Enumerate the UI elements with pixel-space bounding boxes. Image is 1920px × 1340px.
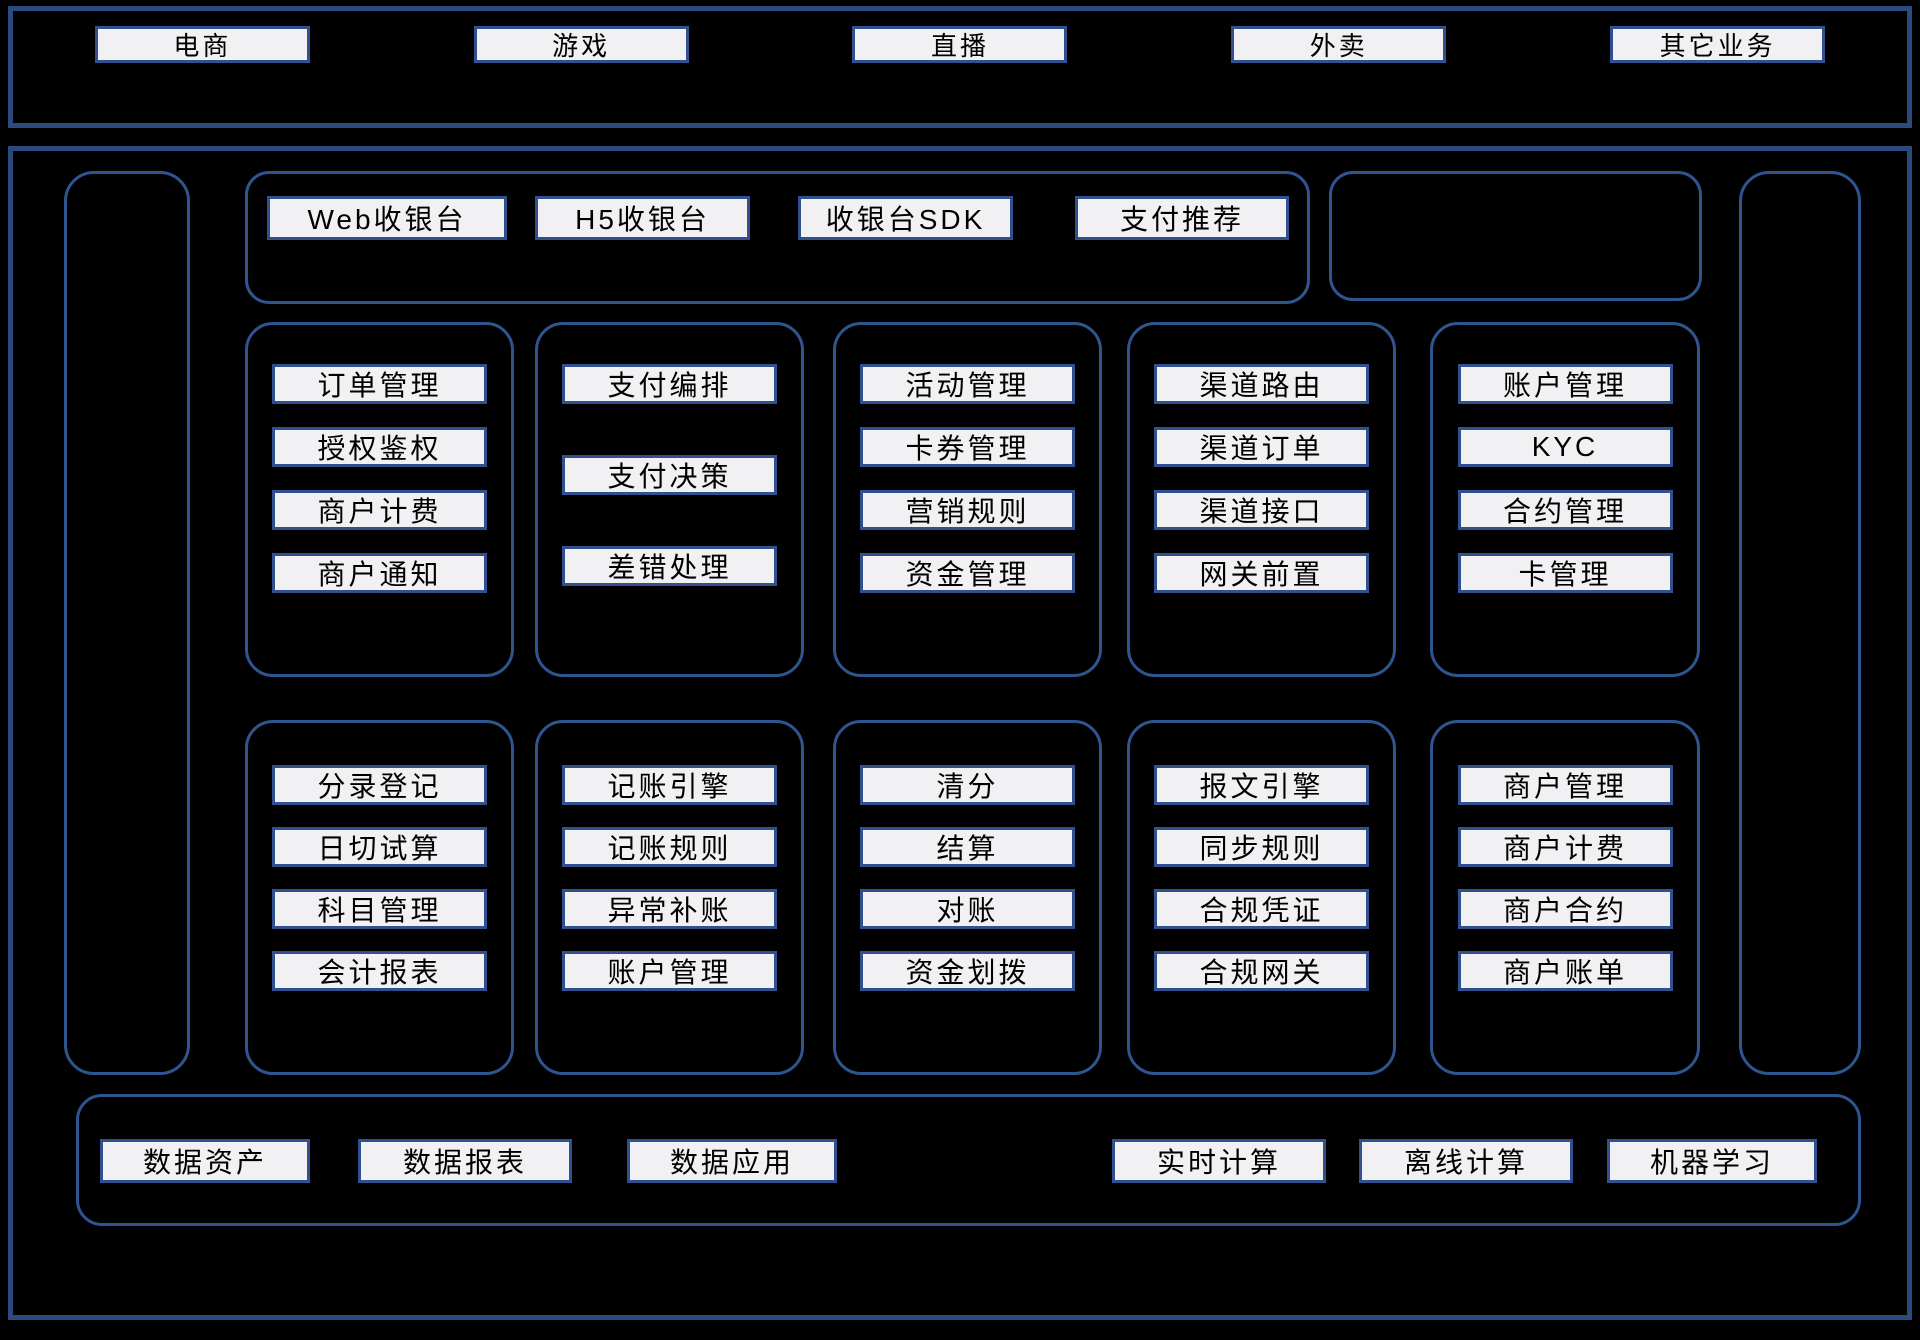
- module-box: 卡券管理: [860, 427, 1075, 467]
- module-box: 日切试算: [272, 827, 487, 867]
- module-box: 渠道订单: [1154, 427, 1369, 467]
- module-box: 支付编排: [562, 364, 777, 404]
- module-box: 营销规则: [860, 490, 1075, 530]
- data-box-apps: 数据应用: [627, 1139, 837, 1183]
- module-box: 记账规则: [562, 827, 777, 867]
- module-box: 合约管理: [1457, 490, 1673, 530]
- cashier-box-h5: H5收银台: [535, 196, 750, 240]
- module-box: 账户管理: [562, 951, 777, 991]
- module-box: 资金划拨: [860, 951, 1075, 991]
- group-channel: 渠道路由 渠道订单 渠道接口 网关前置: [1127, 322, 1396, 677]
- data-box-reports: 数据报表: [358, 1139, 572, 1183]
- cashier-box-sdk: 收银台SDK: [798, 196, 1013, 240]
- module-box: 科目管理: [272, 889, 487, 929]
- group-bookkeeping: 记账引擎 记账规则 异常补账 账户管理: [535, 720, 804, 1075]
- module-box: 会计报表: [272, 951, 487, 991]
- module-box: 活动管理: [860, 364, 1075, 404]
- cashier-panel: Web收银台 H5收银台 收银台SDK 支付推荐: [245, 171, 1310, 304]
- module-box: 差错处理: [562, 546, 777, 586]
- data-box-assets: 数据资产: [100, 1139, 310, 1183]
- module-box: 渠道接口: [1154, 490, 1369, 530]
- module-box: 商户通知: [272, 553, 487, 593]
- module-box: 网关前置: [1154, 553, 1369, 593]
- module-box: 同步规则: [1154, 827, 1369, 867]
- cashier-box-recommend: 支付推荐: [1075, 196, 1289, 240]
- business-box-games: 游戏: [473, 26, 689, 63]
- module-box: 支付决策: [562, 455, 777, 495]
- group-order-management: 订单管理 授权鉴权 商户计费 商户通知: [245, 322, 514, 677]
- module-box: 异常补账: [562, 889, 777, 929]
- module-box: 订单管理: [272, 364, 487, 404]
- business-box-ecommerce: 电商: [94, 26, 310, 63]
- group-marketing: 活动管理 卡券管理 营销规则 资金管理: [833, 322, 1102, 677]
- business-box-other: 其它业务: [1610, 26, 1826, 63]
- module-box: 分录登记: [272, 765, 487, 805]
- cashier-box-web: Web收银台: [267, 196, 507, 240]
- module-box: 记账引擎: [562, 765, 777, 805]
- group-compliance: 报文引擎 同步规则 合规凭证 合规网关: [1127, 720, 1396, 1075]
- business-box-livestream: 直播: [852, 26, 1068, 63]
- module-box: 授权鉴权: [272, 427, 487, 467]
- data-box-ml: 机器学习: [1607, 1139, 1817, 1183]
- data-platform-bar: 数据资产 数据报表 数据应用 实时计算 离线计算 机器学习: [76, 1094, 1861, 1226]
- module-box: 渠道路由: [1154, 364, 1369, 404]
- module-box: 卡管理: [1457, 553, 1673, 593]
- module-box: 商户计费: [272, 490, 487, 530]
- group-payment-orchestration: 支付编排 支付决策 差错处理: [535, 322, 804, 677]
- group-account: 账户管理 KYC 合约管理 卡管理: [1430, 322, 1700, 677]
- module-box: 对账: [860, 889, 1075, 929]
- platform-layer-band: Web收银台 H5收银台 收银台SDK 支付推荐 订单管理 授权鉴权 商户计费 …: [8, 146, 1912, 1320]
- module-box: 合规凭证: [1154, 889, 1369, 929]
- data-box-realtime: 实时计算: [1112, 1139, 1326, 1183]
- module-box: 结算: [860, 827, 1075, 867]
- module-box: 资金管理: [860, 553, 1075, 593]
- module-box: 商户管理: [1457, 765, 1673, 805]
- right-rail: [1739, 171, 1861, 1075]
- module-box: 报文引擎: [1154, 765, 1369, 805]
- group-ledger: 分录登记 日切试算 科目管理 会计报表: [245, 720, 514, 1075]
- left-rail: [64, 171, 190, 1075]
- business-layer-band: 电商 游戏 直播 外卖 其它业务: [8, 6, 1912, 128]
- module-box: 账户管理: [1457, 364, 1673, 404]
- group-clearing-settlement: 清分 结算 对账 资金划拨: [833, 720, 1102, 1075]
- group-merchant: 商户管理 商户计费 商户合约 商户账单: [1430, 720, 1700, 1075]
- module-box: 商户计费: [1457, 827, 1673, 867]
- module-box: KYC: [1457, 427, 1673, 467]
- module-box: 清分: [860, 765, 1075, 805]
- spare-panel: [1329, 171, 1702, 301]
- module-box: 商户账单: [1457, 951, 1673, 991]
- business-box-takeout: 外卖: [1231, 26, 1447, 63]
- module-box: 合规网关: [1154, 951, 1369, 991]
- module-box: 商户合约: [1457, 889, 1673, 929]
- data-box-offline: 离线计算: [1359, 1139, 1573, 1183]
